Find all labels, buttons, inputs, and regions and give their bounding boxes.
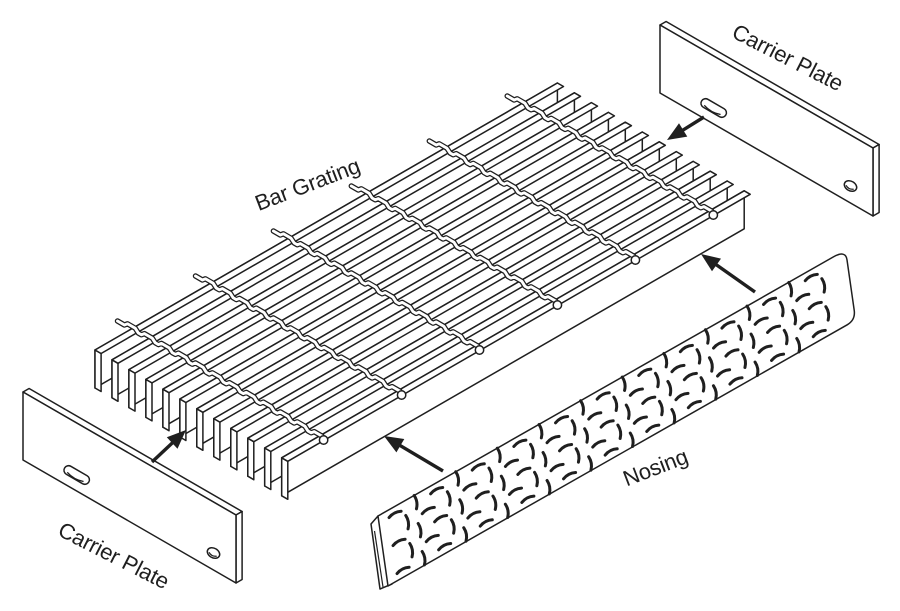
carrier-plate-bottom-left-drawing	[22, 387, 243, 584]
carrier-plate-top-right-drawing	[659, 20, 880, 217]
rod-end-cap	[396, 390, 407, 400]
diamond-plate-pattern	[387, 272, 831, 576]
cross-rod	[426, 138, 641, 265]
cross-rod	[270, 228, 485, 355]
assembly-arrow	[701, 254, 756, 294]
rod-end-cap	[708, 210, 719, 220]
rod-end-cap	[552, 300, 563, 310]
nosing-drawing	[370, 253, 856, 590]
round-hole	[843, 179, 858, 193]
assembly-arrow	[150, 430, 186, 464]
assembly-arrow	[384, 436, 444, 473]
rod-end-cap	[318, 435, 329, 445]
cross-rod	[114, 318, 329, 445]
label-nosing: Nosing	[620, 444, 692, 491]
cross-rod	[192, 273, 407, 400]
slotted-hole	[700, 97, 728, 119]
round-hole	[206, 546, 221, 560]
bar-grating-drawing	[94, 82, 751, 501]
cross-rod	[504, 93, 719, 220]
assembly-arrows	[150, 115, 756, 473]
assembly-arrow	[667, 115, 705, 140]
rod-end-cap	[474, 345, 485, 355]
cross-rod	[348, 183, 563, 310]
slotted-hole	[63, 464, 91, 486]
rod-end-cap	[630, 255, 641, 265]
